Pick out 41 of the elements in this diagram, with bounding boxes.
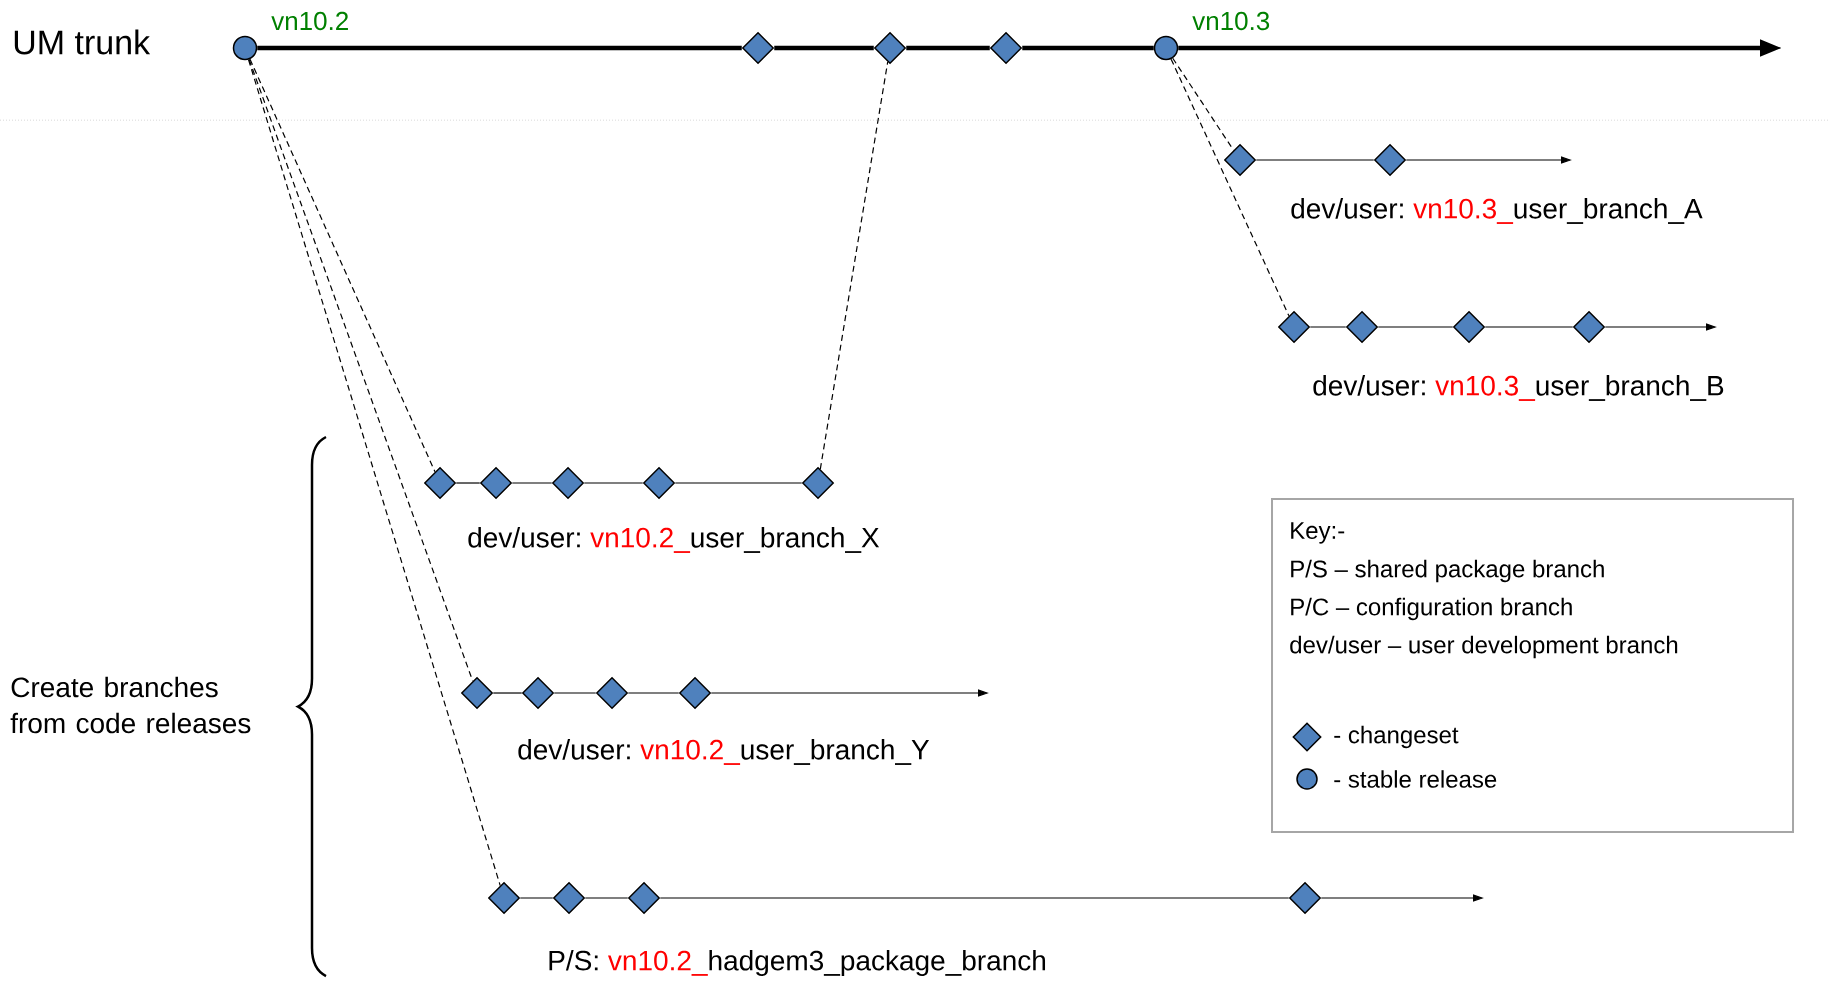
branch-line <box>1484 326 1574 328</box>
version-label: vn10.3 <box>1192 11 1270 31</box>
trunk-label: UM trunk <box>14 29 151 55</box>
branch-off-line <box>1172 57 1235 151</box>
branch-label: dev/user: vn10.2_user_branch_X <box>468 527 880 553</box>
branch-line <box>492 692 523 694</box>
branch-label: dev/user: vn10.2_user_branch_Y <box>518 739 930 765</box>
trunk-line <box>1022 45 1154 51</box>
legend-entry: P/S – shared package branch <box>1291 559 1604 583</box>
release-circle <box>232 35 258 61</box>
release-circle <box>1153 35 1179 61</box>
version-label: vn10.2 <box>271 11 348 31</box>
branch-line <box>583 482 644 484</box>
branch-line <box>553 692 597 694</box>
branch-line <box>674 482 803 484</box>
branch-line <box>455 482 481 484</box>
trunk-line <box>257 45 742 51</box>
branch-off-line <box>247 59 501 887</box>
branch-off-line <box>249 58 436 473</box>
legend-entry: P/C – configuration branch <box>1291 597 1572 621</box>
branch-line <box>1377 326 1454 328</box>
branch-off-line <box>248 58 474 682</box>
legend-title: Key:- <box>1291 522 1345 544</box>
branch-line <box>511 482 553 484</box>
brace-label: Create branches from code releases <box>10 676 251 734</box>
branch-line <box>519 897 554 899</box>
branch-off-line <box>819 61 889 470</box>
branch-line <box>627 692 680 694</box>
branch-line <box>584 897 629 899</box>
trunk-line <box>774 45 874 51</box>
legend-entry: - stable release <box>1296 768 1497 790</box>
trunk-line <box>906 45 990 51</box>
branch-line <box>659 897 1290 899</box>
branch-line <box>1309 326 1347 328</box>
legend-entry: - changeset <box>1292 722 1459 752</box>
branch-label: P/S: vn10.2_hadgem3_package_branch <box>549 949 1046 977</box>
branch-label: dev/user: vn10.3_user_branch_A <box>1291 198 1703 224</box>
branch-off-line <box>1170 58 1290 317</box>
branch-line <box>1255 159 1375 161</box>
branch-label: dev/user: vn10.3_user_branch_B <box>1313 375 1724 401</box>
legend-entry: dev/user – user development branch <box>1290 635 1678 659</box>
